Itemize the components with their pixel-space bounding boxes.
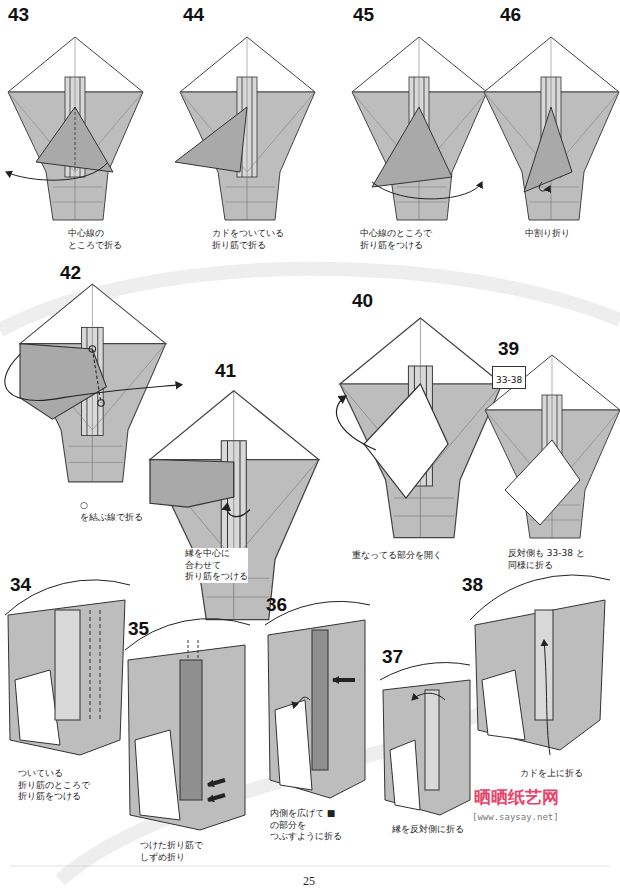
drawing-part — [6, 162, 108, 180]
instruction-text: ○を結ぶ線で折る — [80, 500, 143, 523]
drawing-part — [485, 355, 620, 538]
instruction-text: カドを上に折る — [520, 768, 583, 780]
page-rule — [10, 866, 610, 867]
instruction-text: 重なってる部分を開く — [352, 550, 442, 562]
step-number: 41 — [215, 360, 236, 382]
drawing-part — [36, 107, 113, 172]
step-number: 36 — [266, 594, 287, 616]
drawing-part — [535, 610, 553, 720]
instruction-text: 縁を反対側に折る — [392, 824, 464, 836]
drawing-part — [8, 600, 125, 755]
step-number: 35 — [128, 618, 149, 640]
step-figure — [175, 37, 315, 220]
drawing-part — [383, 680, 470, 815]
step-figure — [380, 663, 470, 815]
drawing-part — [20, 284, 166, 482]
step-number: 37 — [382, 646, 403, 668]
drawing-part — [55, 610, 80, 720]
drawing-part — [150, 460, 234, 508]
drawing-part — [188, 640, 189, 660]
step-number: 38 — [462, 574, 483, 596]
step-number: 40 — [352, 290, 373, 312]
step-figure — [352, 37, 487, 220]
background-swirl — [0, 269, 620, 880]
drawing-part — [268, 620, 365, 798]
drawing-part — [100, 610, 101, 720]
drawing-part — [128, 645, 245, 830]
drawing-part — [15, 670, 60, 745]
drawing-part — [333, 678, 355, 682]
drawing-part — [208, 780, 225, 785]
drawing-part — [90, 610, 91, 720]
step-figure — [470, 575, 610, 755]
drawing-part — [135, 730, 180, 820]
drawing-part — [390, 740, 420, 810]
instruction-text: 中心線の ところで折る — [68, 228, 122, 251]
drawing-part — [5, 354, 182, 400]
drawing-part — [20, 344, 106, 420]
step-number: 46 — [500, 4, 521, 26]
step-number: 39 — [498, 338, 519, 360]
step-figure — [265, 601, 370, 798]
instruction-text: 内側を広げて ■の部分を つぶすように折る — [270, 808, 342, 843]
drawing-part — [275, 700, 312, 790]
drawing-part — [175, 107, 247, 172]
drawing-part — [364, 384, 448, 498]
instruction-text: 縁を中心に 合わせて 折り筋をつける — [185, 548, 248, 583]
drawing-part — [150, 391, 319, 620]
step-figure — [125, 619, 250, 830]
drawing-part — [412, 693, 445, 700]
step-figure — [336, 318, 502, 538]
drawing-part — [208, 795, 225, 800]
step-number: 43 — [8, 4, 29, 26]
drawing-part — [425, 690, 439, 790]
step-number: 44 — [183, 4, 204, 26]
drawing-part — [352, 37, 487, 220]
drawing-part — [544, 640, 550, 755]
watermark: 晒晒纸艺网 — [474, 786, 559, 809]
drawing-part — [227, 503, 250, 516]
step-figure — [485, 355, 620, 538]
reference-box: 33-38 — [492, 366, 526, 389]
step-figure — [484, 37, 619, 220]
watermark: [www.saysay.net] — [472, 812, 559, 822]
step-figure — [6, 37, 143, 220]
instruction-text: 反対側も 33-38 と 同様に折る — [508, 548, 608, 571]
instruction-text: 中割り折り — [525, 228, 570, 240]
drawing-part — [180, 660, 202, 800]
drawing-part — [484, 37, 619, 220]
drawing-part — [292, 697, 310, 704]
step-number: 45 — [353, 4, 374, 26]
step-figure — [5, 284, 182, 482]
drawing-part — [8, 37, 143, 220]
drawing-part — [372, 182, 482, 199]
drawing-part — [336, 396, 376, 450]
instruction-text: 中心線のところで 折り筋をつける — [360, 228, 432, 251]
instruction-text: カドをついている 折り筋で折る — [212, 228, 284, 251]
drawing-part — [482, 670, 525, 740]
step-figure — [150, 391, 319, 620]
reference-text: 33-38 — [496, 375, 522, 385]
step-figure — [5, 580, 130, 755]
drawing-part — [180, 37, 315, 220]
page-number: 25 — [303, 874, 315, 889]
drawing-part — [75, 107, 76, 172]
drawing-part — [524, 107, 572, 192]
drawing-part — [198, 640, 199, 660]
drawing-part — [539, 182, 550, 191]
step-number: 42 — [60, 262, 81, 284]
drawing-part — [505, 440, 580, 525]
drawing-part — [475, 600, 605, 750]
drawing-part — [340, 318, 502, 538]
drawing-part — [312, 630, 328, 770]
step-number: 34 — [10, 574, 31, 596]
drawing-part — [92, 349, 101, 403]
instruction-text: ついている 折り筋のところで 折り筋をつける — [18, 768, 90, 803]
drawing-part — [372, 107, 452, 187]
instruction-text: つけた折り筋で しずめ折り — [140, 840, 203, 863]
